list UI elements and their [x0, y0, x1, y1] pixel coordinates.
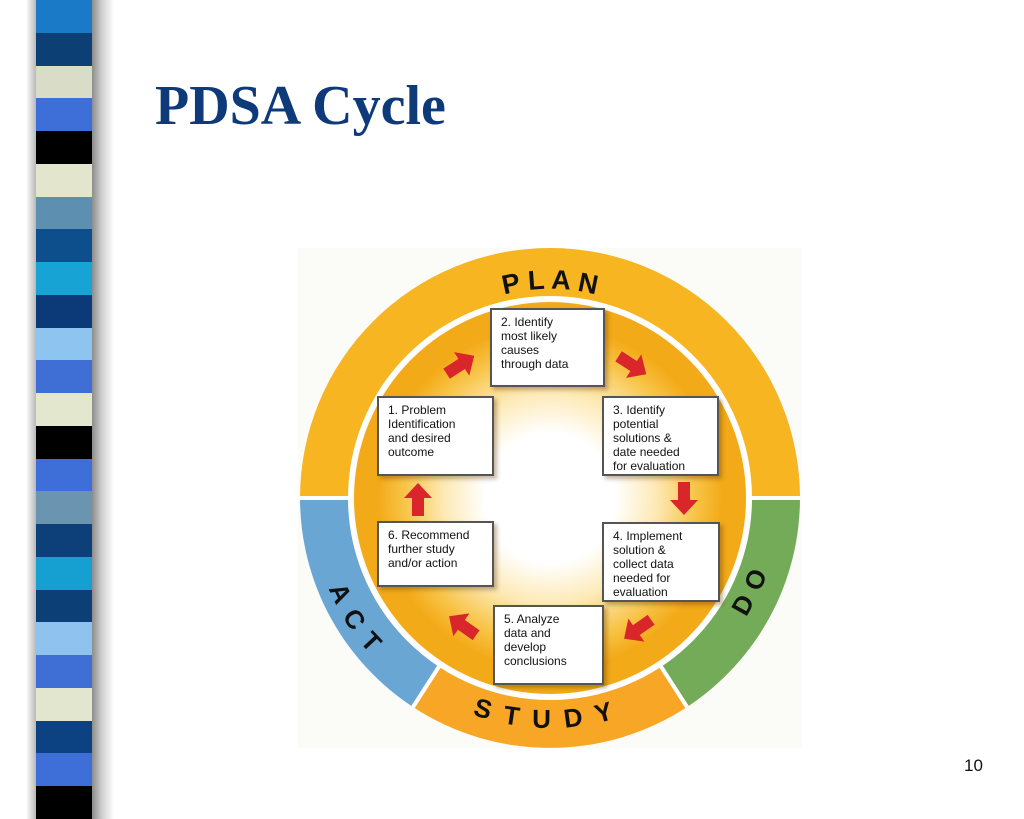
stripe-segment [36, 491, 92, 524]
pdsa-diagram: P L A N DO STUDY ACT 2. Identify most li… [298, 248, 802, 748]
decorative-stripe-band [36, 0, 92, 819]
arrow-step2-to-step3 [615, 351, 647, 378]
stripe-segment [36, 229, 92, 262]
stripe-segment [36, 720, 92, 754]
stripe-segment [36, 458, 92, 492]
act-ring-segment [300, 498, 440, 707]
plan-label: P L A N [499, 265, 601, 301]
study-ring-segment [413, 665, 687, 748]
step-5-analyze-data: 5. Analyze data and develop conclusions [493, 605, 604, 685]
stripe-segment [36, 98, 92, 131]
step-6-recommend: 6. Recommend further study and/or action [377, 521, 494, 587]
segment-divider [658, 663, 689, 709]
arrow-step3-to-step4 [670, 482, 698, 515]
stripe-segment [36, 425, 92, 459]
step-3-identify-solutions: 3. Identify potential solutions & date n… [602, 396, 719, 476]
stripe-shadow-left [26, 0, 36, 819]
arrow-step1-to-step2 [443, 352, 475, 379]
plan-ring-segment [300, 248, 800, 498]
page-number: 10 [964, 756, 983, 775]
stripe-segment [36, 524, 92, 557]
stripe-segment [36, 131, 92, 164]
stripe-segment [36, 655, 92, 688]
arrow-step4-to-step5 [624, 614, 655, 642]
stripe-segment [36, 786, 92, 819]
stripe-segment [36, 294, 92, 328]
arrow-step5-to-step6 [449, 613, 480, 641]
stripe-segment [36, 262, 92, 295]
do-ring-segment [660, 498, 800, 707]
arrow-step6-to-step1 [404, 483, 432, 516]
stripe-segment [36, 327, 92, 361]
stripe-segment [36, 589, 92, 623]
plan-label-path: P L A N [499, 265, 601, 301]
segment-divider [411, 663, 442, 709]
stripe-segment [36, 196, 92, 230]
step-4-implement-solution: 4. Implement solution & collect data nee… [602, 522, 720, 602]
stripe-segment [36, 0, 92, 33]
stripe-segment [36, 393, 92, 426]
step-1-problem-identification: 1. Problem Identification and desired ou… [377, 396, 494, 476]
stripe-segment [36, 360, 92, 393]
stripe-segment [36, 687, 92, 721]
stripe-segment [36, 753, 92, 786]
stripe-shadow [92, 0, 114, 819]
stripe-segment [36, 65, 92, 99]
stripe-segment [36, 556, 92, 590]
stripe-segment [36, 32, 92, 66]
slide-title: PDSA Cycle [155, 75, 446, 137]
stripe-segment [36, 622, 92, 655]
stripe-segment [36, 163, 92, 197]
step-2-identify-causes: 2. Identify most likely causes through d… [490, 308, 605, 387]
